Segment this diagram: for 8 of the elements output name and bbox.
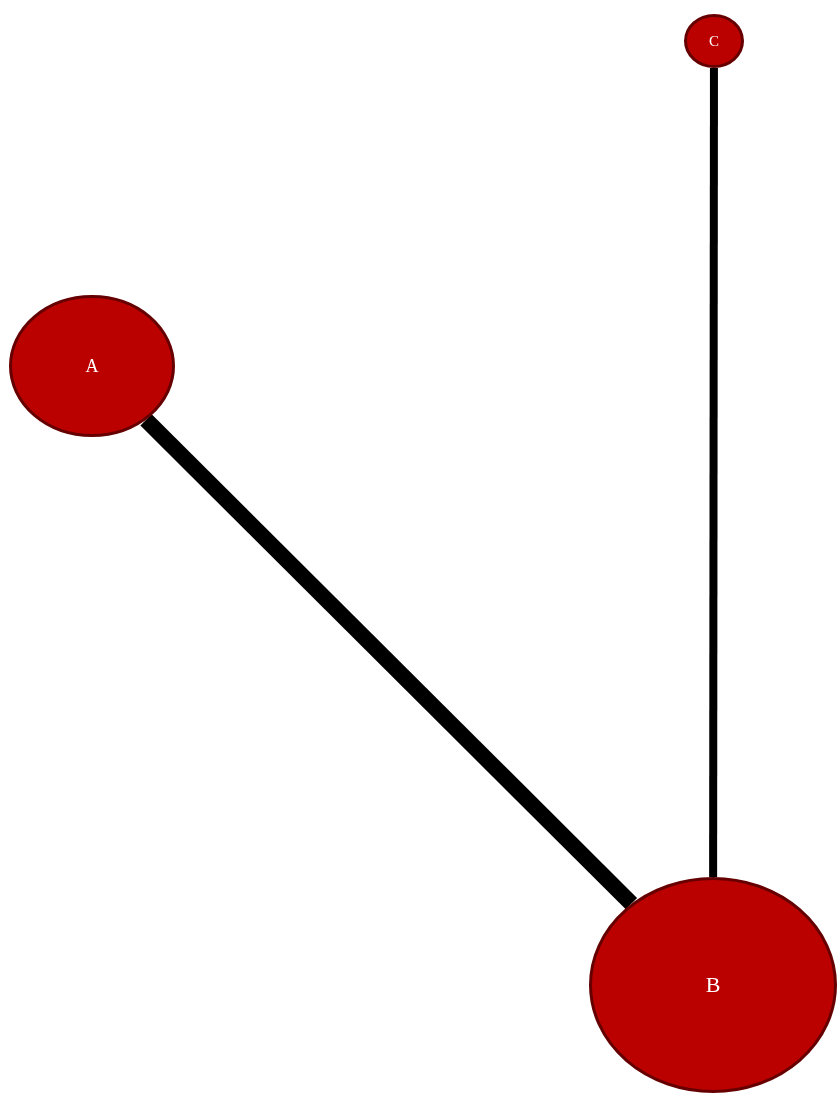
connector-line — [709, 68, 718, 877]
node-label: C — [709, 32, 719, 50]
node-ellipse — [589, 877, 837, 1093]
node-ellipse — [9, 295, 175, 437]
connector-line — [140, 414, 638, 910]
node-ellipse — [684, 14, 744, 68]
node-label: A — [85, 355, 99, 377]
node-label: B — [705, 972, 721, 998]
